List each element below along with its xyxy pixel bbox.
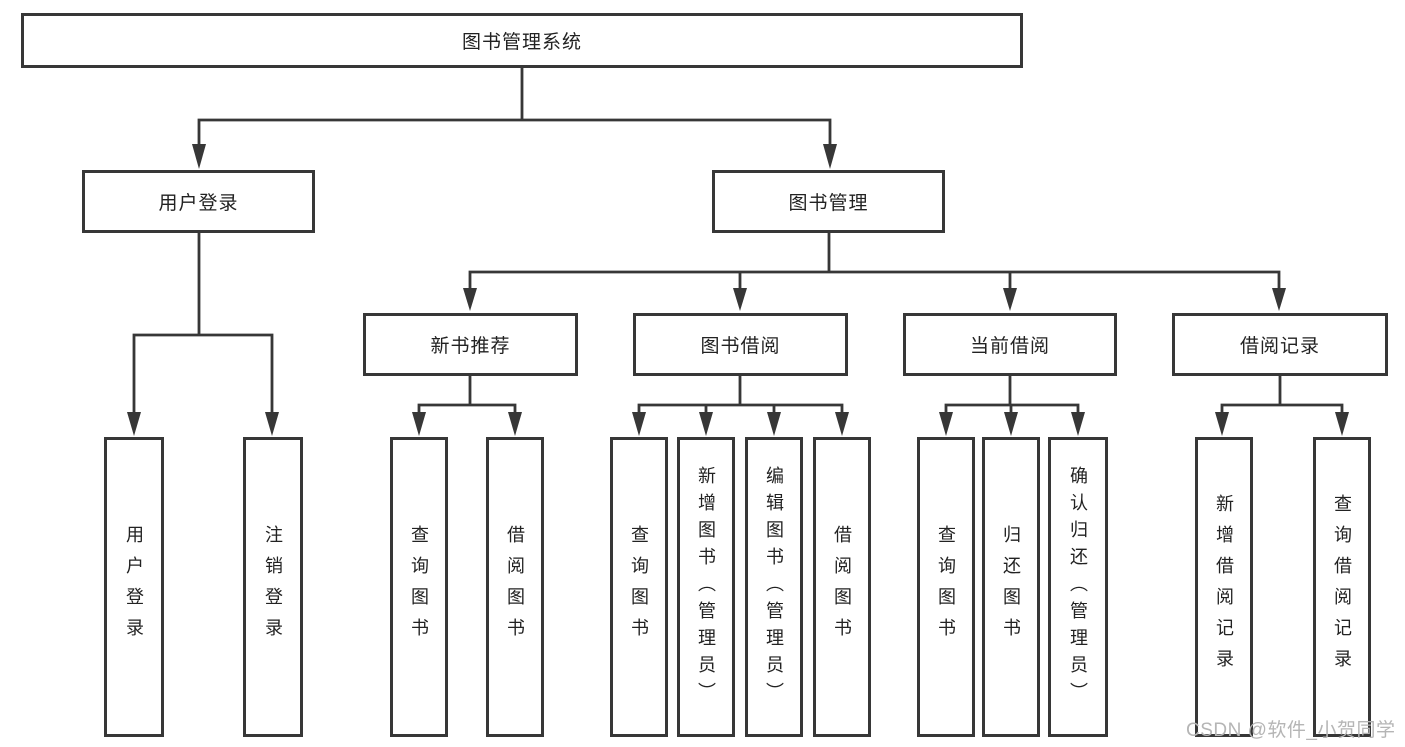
leaf-add-borrow-record: 新增借阅记录 xyxy=(1195,437,1253,737)
leaf-return-book-label: 归还图书 xyxy=(1001,525,1021,649)
leaf-add-book-admin-label: 新增图书（管理员） xyxy=(696,465,716,709)
leaf-logout-label: 注销登录 xyxy=(263,525,283,649)
node-new-book-recommend-label: 新书推荐 xyxy=(430,336,511,357)
leaf-confirm-return-admin: 确认归还（管理员） xyxy=(1048,437,1108,737)
leaf-logout: 注销登录 xyxy=(243,437,303,737)
node-new-book-recommend: 新书推荐 xyxy=(363,313,578,376)
leaf-query-borrow-record-label: 查询借阅记录 xyxy=(1332,494,1352,680)
node-current-borrowing: 当前借阅 xyxy=(903,313,1117,376)
node-borrowing-records: 借阅记录 xyxy=(1172,313,1388,376)
leaf-borrow-books-borrowing-label: 借阅图书 xyxy=(832,525,852,649)
node-system-root: 图书管理系统 xyxy=(21,13,1023,68)
leaf-borrow-books-borrowing: 借阅图书 xyxy=(813,437,871,737)
node-book-borrowing: 图书借阅 xyxy=(633,313,848,376)
node-user-login-label: 用户登录 xyxy=(158,193,239,214)
node-book-management-label: 图书管理 xyxy=(788,193,869,214)
leaf-confirm-return-admin-label: 确认归还（管理员） xyxy=(1068,465,1088,709)
leaf-edit-book-admin: 编辑图书（管理员） xyxy=(745,437,803,737)
node-book-borrowing-label: 图书借阅 xyxy=(700,336,781,357)
leaf-query-books-current: 查询图书 xyxy=(917,437,975,737)
leaf-query-books-borrowing: 查询图书 xyxy=(610,437,668,737)
leaf-borrow-books-recommend: 借阅图书 xyxy=(486,437,544,737)
node-borrowing-records-label: 借阅记录 xyxy=(1239,336,1320,357)
node-book-management: 图书管理 xyxy=(712,170,945,233)
node-user-login: 用户登录 xyxy=(82,170,315,233)
leaf-return-book: 归还图书 xyxy=(982,437,1040,737)
leaf-add-borrow-record-label: 新增借阅记录 xyxy=(1214,494,1234,680)
csdn-watermark: CSDN @软件_小贺同学 xyxy=(1186,720,1396,741)
leaf-user-login: 用户登录 xyxy=(104,437,164,737)
leaf-query-books-recommend-label: 查询图书 xyxy=(409,525,429,649)
leaf-query-books-borrowing-label: 查询图书 xyxy=(629,525,649,649)
leaf-user-login-label: 用户登录 xyxy=(124,525,144,649)
leaf-query-books-recommend: 查询图书 xyxy=(390,437,448,737)
leaf-query-borrow-record: 查询借阅记录 xyxy=(1313,437,1371,737)
node-current-borrowing-label: 当前借阅 xyxy=(969,336,1050,357)
leaf-borrow-books-recommend-label: 借阅图书 xyxy=(505,525,525,649)
node-system-root-label: 图书管理系统 xyxy=(461,32,582,53)
leaf-add-book-admin: 新增图书（管理员） xyxy=(677,437,735,737)
leaf-edit-book-admin-label: 编辑图书（管理员） xyxy=(764,465,784,709)
leaf-query-books-current-label: 查询图书 xyxy=(936,525,956,649)
